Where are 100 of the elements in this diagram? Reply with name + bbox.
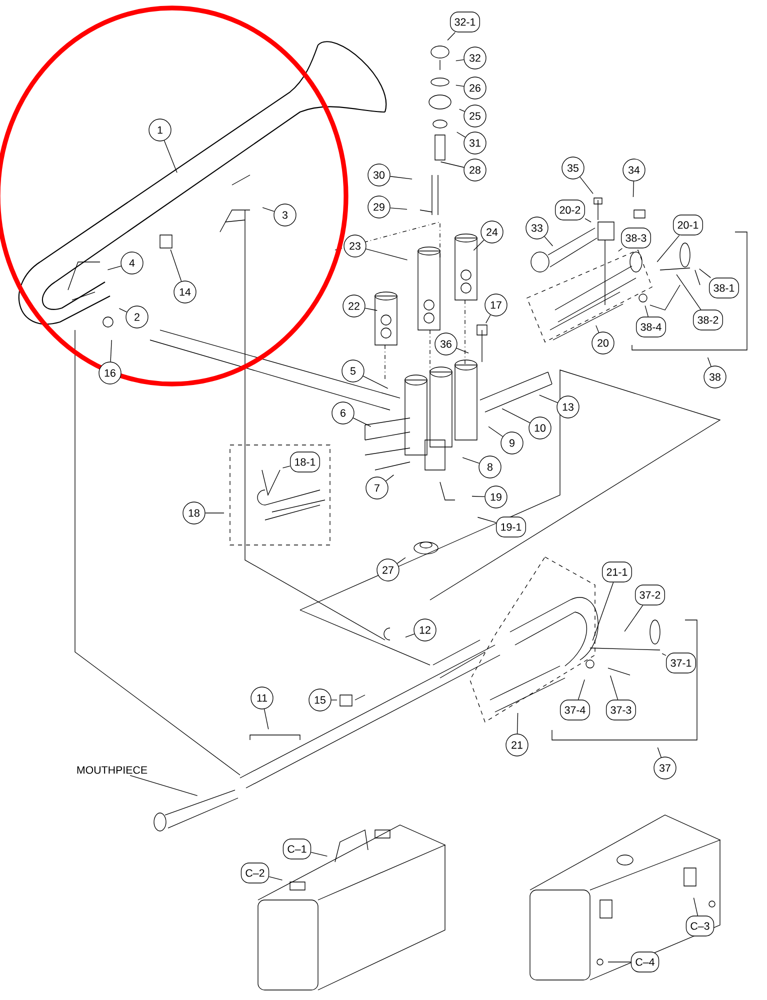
leader-line	[164, 140, 178, 173]
leader-line	[632, 181, 634, 198]
leader-line	[170, 249, 182, 282]
leader-line	[699, 268, 711, 278]
leader-line	[396, 557, 406, 564]
leader-line	[364, 308, 378, 311]
callout-number: 33	[526, 216, 548, 240]
leader-line	[110, 340, 112, 362]
callout-number: 27	[376, 558, 400, 582]
leader-line	[264, 708, 269, 730]
leader-line	[456, 84, 464, 87]
part-label: MOUTHPIECE	[77, 766, 148, 774]
leader-line	[456, 348, 469, 354]
callout-number: 22	[342, 294, 366, 318]
leader-line	[456, 132, 466, 138]
callout-number: 9	[500, 432, 524, 454]
leader-line	[366, 248, 408, 260]
leader-line	[268, 876, 283, 880]
leader-line	[352, 418, 372, 427]
callout-number: 37	[654, 756, 676, 780]
callout-number: 18-1	[290, 452, 320, 472]
callout-number: 38-2	[692, 310, 723, 330]
callout-number: 38-4	[636, 316, 666, 338]
leader-line	[580, 176, 594, 194]
callout-number: 36	[434, 332, 458, 356]
callout-number: 37-1	[666, 652, 696, 674]
callout-number: 11	[250, 686, 274, 710]
leader-line	[486, 314, 491, 324]
callout-number: 4	[120, 252, 144, 274]
callout-number: 13	[556, 396, 580, 418]
callout-number: 37-4	[560, 700, 590, 720]
callout-number: 19-1	[496, 516, 526, 538]
callout-number: 21	[506, 734, 528, 756]
callout-number: C–2	[240, 862, 270, 884]
leader-line	[205, 512, 224, 514]
leader-line	[405, 634, 415, 638]
callout-number: 29	[368, 196, 390, 218]
callout-number: C–1	[282, 838, 312, 860]
callout-number: 32-1	[450, 12, 480, 32]
callout-number: 31	[464, 132, 486, 154]
leader-line	[386, 474, 394, 482]
leader-line	[282, 466, 290, 468]
leader-line	[472, 496, 485, 497]
callout-number: 35	[562, 156, 584, 180]
callout-number: 32	[464, 46, 486, 70]
leader-line	[676, 274, 702, 310]
callout-number: 1	[148, 118, 172, 142]
leader-line	[488, 426, 504, 437]
callout-number: 37-3	[606, 700, 636, 720]
leader-line	[459, 108, 465, 112]
leader-line	[477, 516, 496, 523]
callout-number: C–3	[686, 916, 714, 936]
leader-line	[262, 207, 275, 212]
callout-number: 23	[344, 234, 366, 258]
callout-number: 25	[464, 104, 486, 128]
leader-line	[456, 59, 464, 62]
leader-line	[644, 305, 648, 317]
callout-number: C–4	[630, 952, 660, 972]
callout-number: 20-1	[672, 214, 703, 236]
leader-line	[539, 394, 558, 403]
leader-line	[693, 897, 698, 916]
leader-line	[390, 208, 408, 210]
callout-number: 14	[174, 280, 196, 304]
callout-number: 21-1	[602, 562, 632, 582]
callout-number: 3	[274, 204, 296, 226]
leader-line	[310, 852, 328, 856]
callout-number: 18	[182, 502, 206, 524]
leader-line	[462, 457, 480, 464]
leader-line	[107, 266, 122, 270]
callout-number: 12	[414, 618, 436, 642]
callout-number: 38-3	[620, 228, 651, 248]
leader-line	[610, 675, 618, 700]
leader-line	[473, 240, 484, 251]
callout-number: 34	[622, 158, 646, 182]
callout-number: 26	[464, 76, 486, 100]
leader-line	[440, 162, 464, 168]
leader-line	[544, 236, 554, 246]
leader-line	[516, 712, 518, 734]
leader-line	[596, 325, 600, 333]
callout-number: 24	[480, 220, 504, 244]
callout-number: 2	[126, 306, 148, 328]
leader-line	[362, 376, 388, 389]
callout-number: 30	[368, 164, 390, 186]
leader-line	[130, 775, 198, 796]
callout-number: 38	[704, 366, 726, 388]
leader-line	[707, 357, 712, 367]
callout-number: 8	[478, 456, 502, 478]
callout-number: 20	[592, 332, 614, 354]
callout-number: 38-1	[708, 278, 739, 298]
callout-number: 7	[366, 476, 388, 500]
leader-line	[578, 679, 585, 700]
leader-line	[657, 747, 662, 758]
callout-number: 17	[484, 294, 508, 316]
leader-line	[656, 235, 680, 262]
leader-line	[584, 218, 592, 222]
leader-line	[618, 248, 623, 252]
callout-number: 28	[464, 158, 486, 182]
callout-number: 37-2	[634, 584, 665, 606]
callout-number: 15	[308, 688, 332, 712]
leader-line	[662, 653, 666, 656]
